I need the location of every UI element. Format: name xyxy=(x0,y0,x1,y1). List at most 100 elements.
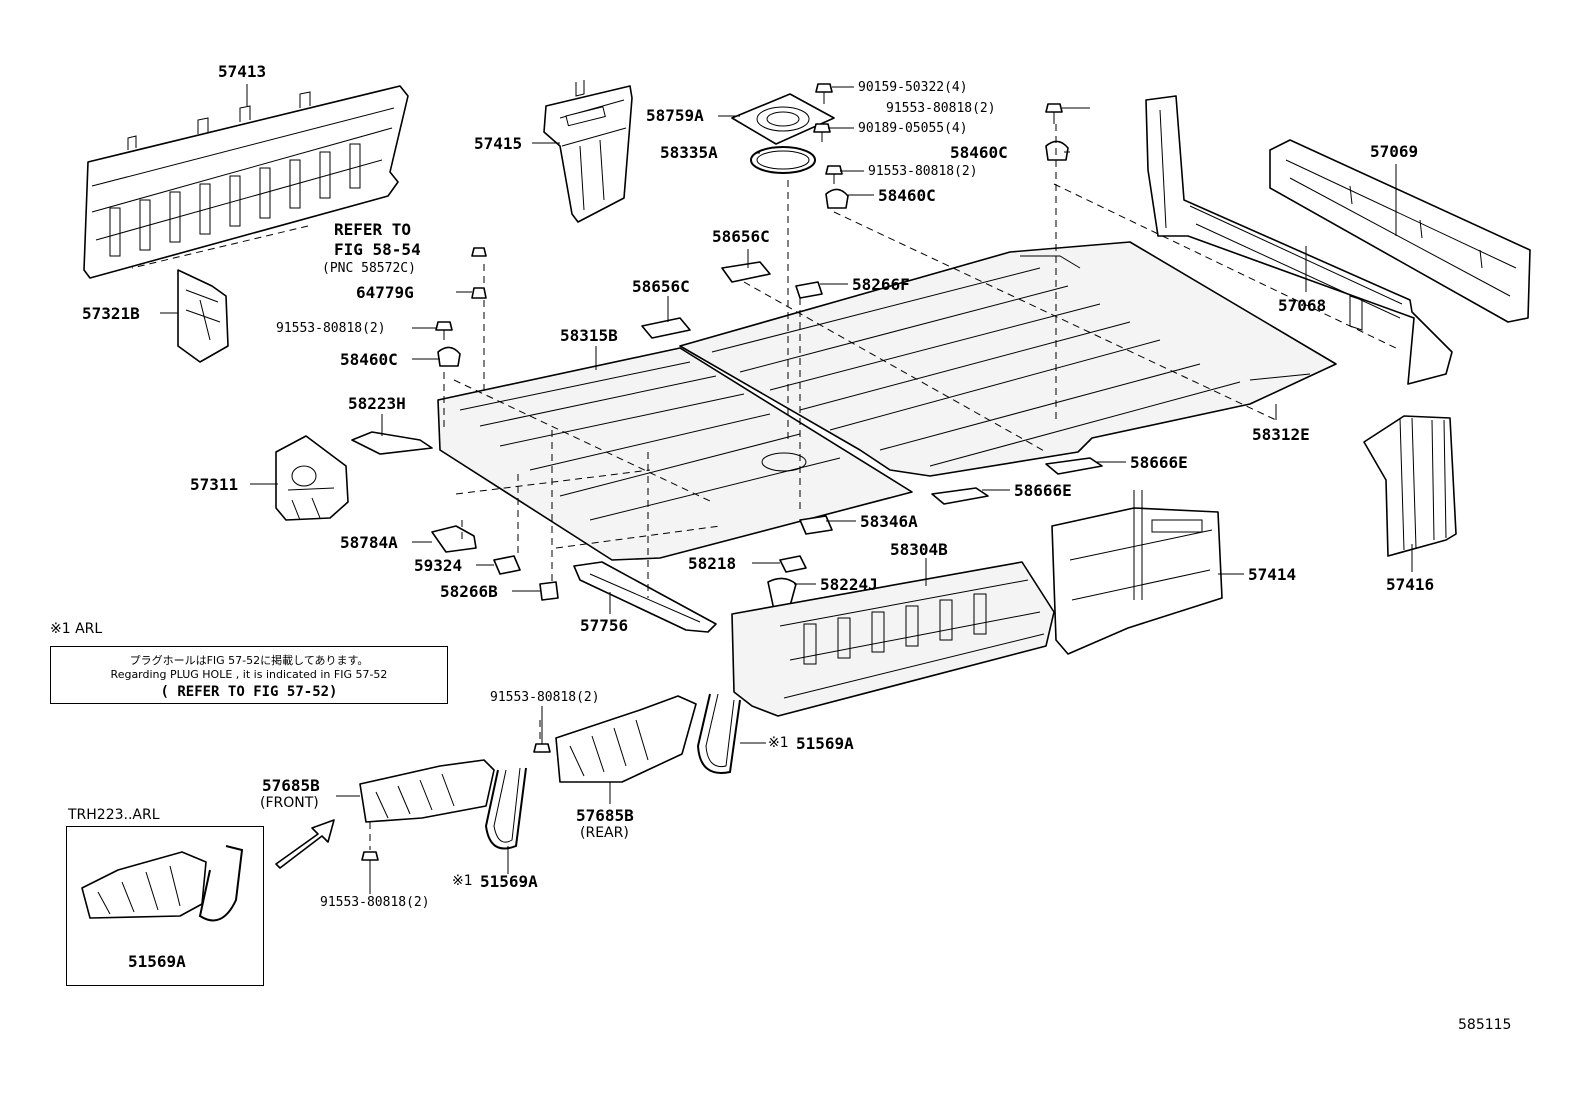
label-58656C-b: 58656C xyxy=(632,277,690,296)
part-57756 xyxy=(573,561,717,633)
label-91553-left: 91553-80818(2) xyxy=(276,321,386,336)
label-91553-top: 91553-80818(2) xyxy=(886,101,996,116)
label-58312E: 58312E xyxy=(1252,425,1310,444)
arl-note: ※1 ARL xyxy=(50,621,103,637)
part-58266B xyxy=(539,581,559,601)
bolt-91553-bottom xyxy=(361,851,379,870)
part-58223H xyxy=(351,431,433,455)
label-51569A-inset: 51569A xyxy=(128,952,186,971)
inset-part-51569A xyxy=(81,845,244,922)
label-57685B-front-sub: (FRONT) xyxy=(260,795,319,811)
label-58784A: 58784A xyxy=(340,533,398,552)
label-64779G: 64779G xyxy=(356,283,414,302)
label-57756: 57756 xyxy=(580,616,629,635)
label-91553-mid: 91553-80818(2) xyxy=(868,164,978,179)
label-58218: 58218 xyxy=(688,554,737,573)
strap-51569A-mid xyxy=(484,767,527,850)
part-58666E-b xyxy=(931,487,989,505)
plug-note-jp: プラグホールはFIG 57-52に掲載してあります。 xyxy=(129,654,369,667)
plug-note-refer: ( REFER TO FIG 57-52) xyxy=(160,684,338,700)
part-58666E-a xyxy=(1045,457,1103,475)
label-57685B-rear-sub: (REAR) xyxy=(580,825,629,841)
part-57321B-bracket xyxy=(177,269,229,363)
part-57414-panel xyxy=(1051,490,1223,655)
part-57311-bracket xyxy=(275,435,349,521)
label-57414: 57414 xyxy=(1248,565,1297,584)
label-90189-05055: 90189-05055(4) xyxy=(858,121,968,136)
label-58315B: 58315B xyxy=(560,326,618,345)
label-58335A: 58335A xyxy=(660,143,718,162)
bolt-91553-mid xyxy=(825,165,843,184)
part-58656C-a xyxy=(721,261,771,283)
label-58223H: 58223H xyxy=(348,394,406,413)
bolt-91553-bottom-mid xyxy=(533,743,551,753)
direction-arrow-icon xyxy=(275,819,335,869)
bolt-91553-left xyxy=(435,321,453,340)
label-59324: 59324 xyxy=(414,556,463,575)
label-58759A: 58759A xyxy=(646,106,704,125)
label-58460C-left: 58460C xyxy=(340,350,398,369)
label-58666E-b: 58666E xyxy=(1014,481,1072,500)
label-51569A-right: 51569A xyxy=(796,734,854,753)
part-58312E-rear-floor xyxy=(679,241,1337,477)
clip-58460C-mid xyxy=(825,188,849,209)
assembly-lines xyxy=(131,124,1401,850)
part-58224J xyxy=(767,577,797,611)
mark-right: ※1 xyxy=(768,735,789,751)
label-91553-bottom-mid: 91553-80818(2) xyxy=(490,690,600,705)
label-90159-50322: 90159-50322(4) xyxy=(858,80,968,95)
part-58335A-ring xyxy=(750,146,816,174)
part-58304B-sill xyxy=(731,561,1055,717)
label-58656C-a: 58656C xyxy=(712,227,770,246)
refer-line-1: REFER TO xyxy=(334,220,412,239)
label-58266B: 58266B xyxy=(440,582,498,601)
leader-lines xyxy=(160,84,1413,894)
part-57415-bracket xyxy=(543,80,633,223)
plug-hole-note-box: プラグホールはFIG 57-52に掲載してあります。 Regarding PLU… xyxy=(50,646,448,704)
bolt-90159 xyxy=(815,83,833,104)
mark-mid: ※1 xyxy=(452,873,473,889)
label-51569A-mid: 51569A xyxy=(480,872,538,891)
strap-51569A-right xyxy=(696,693,741,774)
label-57068: 57068 xyxy=(1278,296,1327,315)
label-57685B-front: 57685B xyxy=(262,776,320,795)
label-58346A: 58346A xyxy=(860,512,918,531)
clip-64779G xyxy=(471,247,487,299)
label-58666E-a: 58666E xyxy=(1130,453,1188,472)
label-58224J: 58224J xyxy=(820,575,878,594)
part-58759A-plate xyxy=(731,93,835,145)
plug-note-en: Regarding PLUG HOLE , it is indicated in… xyxy=(110,668,388,681)
part-58656C-b xyxy=(641,317,691,339)
refer-line-2: FIG 58-54 xyxy=(334,240,421,259)
label-91553-bottom: 91553-80818(2) xyxy=(320,895,430,910)
part-59324 xyxy=(493,555,521,575)
part-57068-member xyxy=(1145,95,1453,385)
part-57416-pillar xyxy=(1363,415,1457,557)
bolt-90189 xyxy=(813,123,831,142)
label-58304B: 58304B xyxy=(890,540,948,559)
bolt-91553-top xyxy=(1045,103,1063,124)
label-58266F: 58266F xyxy=(852,275,910,294)
label-57416: 57416 xyxy=(1386,575,1435,594)
part-57685B-rear xyxy=(555,695,697,783)
part-58315B-front-floor xyxy=(437,347,913,561)
label-57415: 57415 xyxy=(474,134,523,153)
clip-58460C-right xyxy=(1045,140,1069,161)
label-58460C-mid: 58460C xyxy=(878,186,936,205)
part-58784A xyxy=(431,525,477,553)
inset-box xyxy=(66,826,264,986)
figure-number: 585115 xyxy=(1458,1017,1512,1033)
refer-line-3: (PNC 58572C) xyxy=(322,261,416,276)
part-58346A xyxy=(799,515,833,535)
part-58266F xyxy=(795,281,823,299)
inset-title: TRH223..ARL xyxy=(68,807,160,823)
part-57685B-front xyxy=(359,759,495,823)
part-57413-panel xyxy=(83,85,409,279)
part-57069-member xyxy=(1269,139,1531,323)
label-57685B-rear: 57685B xyxy=(576,806,634,825)
label-57311: 57311 xyxy=(190,475,239,494)
clip-58460C-left xyxy=(437,346,461,367)
label-57069: 57069 xyxy=(1370,142,1419,161)
part-58218 xyxy=(779,555,807,573)
